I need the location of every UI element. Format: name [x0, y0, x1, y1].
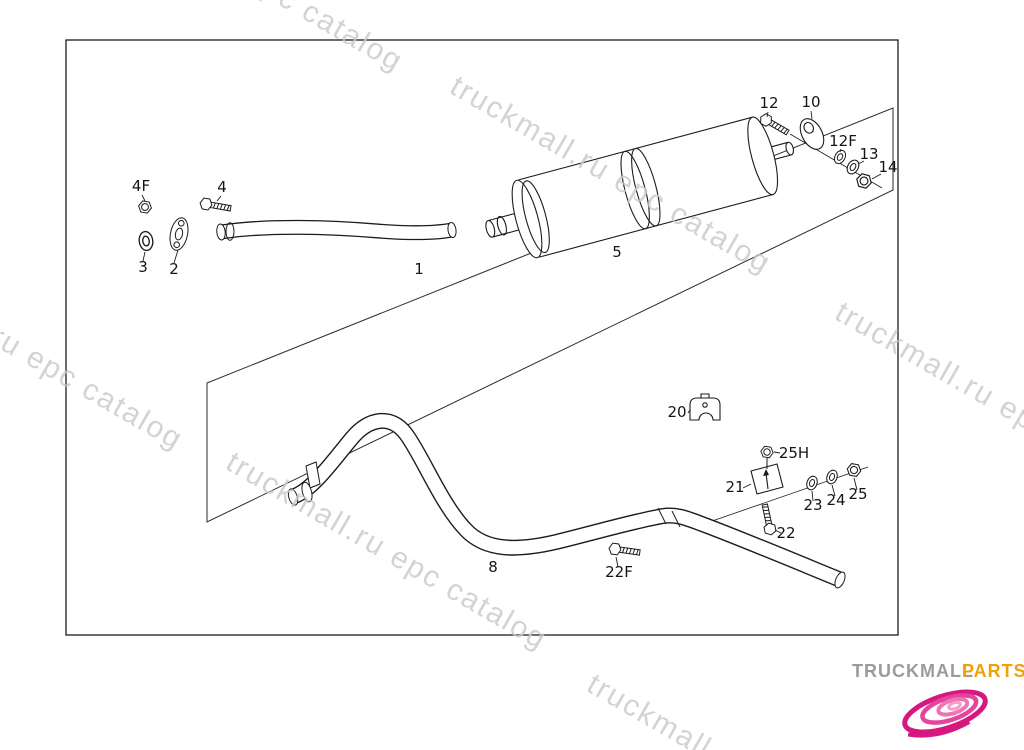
part-label-13: 13	[859, 145, 878, 163]
part-3-sealing-ring	[137, 230, 155, 252]
part-5-muffler	[485, 116, 795, 259]
part-22f-bolt	[607, 542, 642, 559]
part-label-3: 3	[138, 258, 148, 276]
watermark-text-4: truckmall.ru epc catalog	[0, 245, 189, 456]
assembly-axis-line-bottom	[691, 466, 869, 529]
part-label-5: 5	[612, 243, 622, 261]
part-2-flange	[169, 217, 189, 251]
logo-text-parts: PARTS	[962, 661, 1024, 681]
part-23-washer	[804, 474, 820, 492]
leader-lines	[141, 110, 882, 568]
part-25h-nut	[759, 445, 775, 469]
part-8-tail-pipe	[287, 412, 846, 589]
part-label-21: 21	[725, 478, 744, 496]
part-label-4f: 4F	[132, 177, 150, 195]
part-label-1: 1	[414, 260, 424, 278]
part-label-14: 14	[878, 158, 897, 176]
part-1-front-pipe	[216, 219, 457, 241]
part-label-20: 20	[667, 403, 686, 421]
part-10-hanger-bracket	[799, 118, 825, 150]
part-label-23: 23	[803, 496, 822, 514]
watermark-text-1: truckmall.ru epc catalog	[77, 0, 409, 78]
part-label-22: 22	[776, 524, 795, 542]
part-label-12: 12	[759, 94, 778, 112]
part-label-4: 4	[217, 178, 227, 196]
logo-text-truckmall: TRUCKMALL	[852, 661, 974, 681]
part-22-bolt	[758, 502, 778, 537]
part-label-10: 10	[801, 93, 820, 111]
part-label-25: 25	[848, 485, 867, 503]
part-4f-nut	[137, 199, 153, 215]
part-label-8: 8	[488, 558, 498, 576]
part-label-22f: 22F	[605, 563, 633, 581]
part-14-nut	[854, 172, 874, 190]
part-24-washer	[824, 468, 840, 486]
part-label-24: 24	[826, 491, 845, 509]
part-25-nut	[845, 462, 863, 478]
diagram-frame	[65, 39, 899, 636]
part-20-mount-block	[689, 393, 721, 421]
part-label-12f: 12F	[829, 132, 857, 150]
truckmall-swirl-logo	[902, 689, 988, 738]
part-4-bolt	[198, 197, 233, 215]
part-21-bracket	[750, 463, 784, 495]
part-label-25h: 25H	[779, 444, 809, 462]
part-8-inlet-clamp	[301, 461, 321, 503]
watermark-text-3: truckmall.ru epc catalog	[830, 295, 1024, 506]
part-label-2: 2	[169, 260, 179, 278]
